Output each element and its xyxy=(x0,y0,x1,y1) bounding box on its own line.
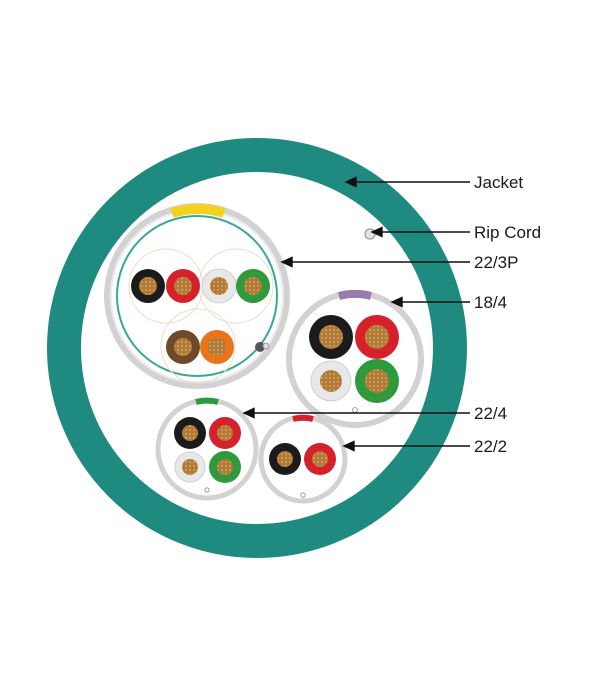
cable-18-4 xyxy=(286,290,424,428)
label-rip-cord: Rip Cord xyxy=(474,223,541,242)
label-22-4: 22/4 xyxy=(474,404,507,423)
rip-cord-icon xyxy=(364,228,376,240)
label-jacket: Jacket xyxy=(474,173,523,192)
leader-lines xyxy=(242,176,470,452)
cable-22-4 xyxy=(155,397,259,501)
cable-22-2 xyxy=(258,414,348,504)
cable-22-3p xyxy=(104,203,290,389)
label-22-2: 22/2 xyxy=(474,437,507,456)
label-22-3p: 22/3P xyxy=(474,253,518,272)
jacket xyxy=(47,138,467,558)
label-18-4: 18/4 xyxy=(474,293,507,312)
